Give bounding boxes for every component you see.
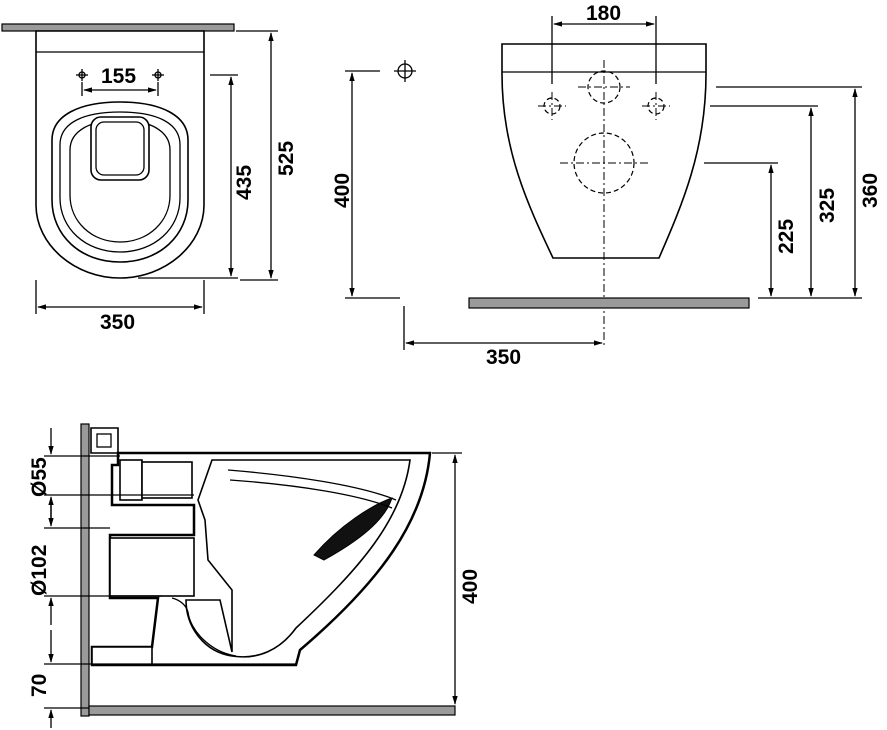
top-view-outlet: [90, 116, 150, 181]
section-view-wall: [80, 423, 90, 717]
section-view-rim-inner-line-2: [229, 479, 393, 509]
section-view-inlet-pipe: [119, 459, 143, 501]
section-view-siphon-wall: [171, 597, 237, 657]
section-view-outlet-dimension: Ø102: [28, 545, 51, 596]
section-view-outlet-pipe: [109, 537, 195, 597]
front-view-offset-dimension: 350: [486, 346, 521, 369]
top-view-mount-hole-right: [152, 69, 164, 81]
top-view-mount-hole-left: [76, 69, 88, 81]
front-view-360-dimension: 360: [859, 173, 882, 208]
section-view-height-dimension: 400: [459, 569, 482, 604]
section-view-top-bracket-inner: [96, 433, 112, 448]
section-view: Ø55 Ø102 70 400: [28, 423, 482, 728]
top-view-rim: [51, 101, 189, 263]
front-view-outlet-circle: [573, 132, 635, 194]
section-view-bottom-foot: [91, 646, 153, 666]
top-view-depth-total-dimension: 525: [275, 141, 298, 176]
front-view-floor: [468, 297, 750, 309]
top-view-width-dimension: 350: [100, 311, 135, 334]
front-view: 180 350 225 325 360: [403, 2, 882, 369]
section-view-top-bracket: [90, 427, 119, 454]
section-view-inlet-dimension: Ø55: [28, 457, 51, 497]
section-view-rim-inner-line: [227, 469, 397, 501]
mount-height-group: 400: [331, 60, 416, 299]
mount-height-dimension: 400: [331, 173, 354, 208]
top-view: 155 350 435 525: [1, 23, 298, 334]
section-view-floor: [88, 705, 456, 716]
section-view-floor70-dimension: 70: [28, 674, 51, 697]
mount-bolt-symbol: [394, 60, 416, 82]
front-view-325-dimension: 325: [816, 188, 839, 223]
top-view-outlet-inner: [95, 121, 145, 176]
section-view-bowl-cavity: [185, 459, 411, 658]
front-view-holes-dimension: 180: [586, 2, 621, 25]
top-view-rim-inner: [59, 111, 181, 253]
top-view-wall: [1, 23, 235, 32]
section-view-inlet-collar: [141, 461, 193, 499]
top-view-holes-dimension: 155: [101, 65, 136, 88]
top-view-depth-inner-dimension: 435: [233, 165, 256, 200]
front-view-225-dimension: 225: [775, 219, 798, 254]
